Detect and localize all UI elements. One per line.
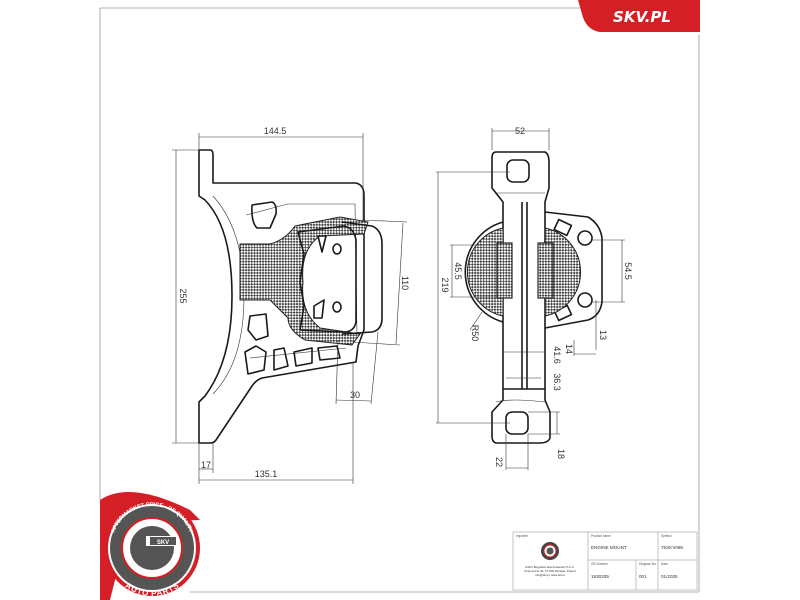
pocket bbox=[273, 347, 289, 371]
importer-address-line: ESKV Bogusław Wieczorkiewicz S.K.A. bbox=[526, 565, 575, 569]
dim-lug-hole-height: 18 bbox=[556, 449, 566, 459]
oe-label: OE Number bbox=[591, 562, 609, 566]
diagram-label: Diagram No bbox=[639, 562, 656, 566]
dim-height: 219 bbox=[440, 277, 450, 292]
dim-foot: 17 bbox=[201, 460, 211, 470]
bushing-ring bbox=[464, 221, 504, 323]
importer-logo bbox=[541, 542, 559, 560]
dim-flange: 14 bbox=[564, 344, 574, 354]
title-block: Importer ESKV Bogusław Wieczorkiewicz S.… bbox=[512, 531, 698, 591]
dim-inner-width: 36.3 bbox=[552, 373, 562, 391]
oe-value: 1930205 bbox=[591, 574, 609, 579]
skv-auto-parts-badge: SKV AFTERMARKET PRICE · OE QUALITY AUTO … bbox=[100, 492, 200, 600]
dim-width-top: 52 bbox=[515, 126, 525, 136]
side-view: 144.5 255 110 30 17 135.1 bbox=[172, 126, 410, 484]
dim-width-top: 144.5 bbox=[264, 126, 287, 136]
importer-label: Importer bbox=[516, 534, 529, 538]
dim-lug-hole-width: 22 bbox=[494, 457, 504, 467]
badge-center-text: SKV bbox=[157, 540, 169, 546]
product-value: ENGINE MOUNT bbox=[591, 545, 627, 550]
dim-offset: 30 bbox=[350, 390, 360, 400]
symbol-value: 75SKV088 bbox=[661, 545, 683, 550]
dimension-lines bbox=[172, 133, 408, 484]
pocket bbox=[251, 201, 277, 229]
dim-hole-offset: 13 bbox=[598, 330, 608, 340]
dim-hole-spacing: 54.5 bbox=[623, 262, 633, 280]
drawing-frame bbox=[99, 7, 700, 593]
pocket bbox=[293, 347, 313, 367]
rubber-bushing bbox=[466, 227, 504, 317]
product-label: Product name bbox=[591, 534, 611, 538]
dim-insert-height: 45.5 bbox=[453, 262, 463, 280]
top-lug-hole bbox=[506, 159, 530, 183]
dim-height: 255 bbox=[178, 288, 188, 303]
date-value: 01/2025 bbox=[661, 574, 678, 579]
dim-rubber-height: 110 bbox=[400, 276, 410, 290]
pocket bbox=[317, 345, 341, 361]
importer-address-line: info@skv.pl, www.skv.pl bbox=[535, 573, 565, 577]
outer-housing bbox=[341, 221, 383, 335]
side-flange bbox=[544, 211, 603, 329]
dim-radius: R50 bbox=[470, 325, 480, 342]
front-view: 52 219 45.5 54.5 R50 13 14 41.6 36.3 18 … bbox=[436, 126, 633, 470]
logo-text: SKV.PL bbox=[613, 8, 671, 26]
rubber-insert bbox=[537, 242, 554, 299]
pocket bbox=[244, 345, 267, 375]
skv-logo[interactable]: SKV.PL bbox=[578, 0, 700, 32]
gear-icon bbox=[130, 526, 174, 570]
date-label: Date bbox=[661, 562, 668, 566]
dim-width-bottom: 135.1 bbox=[255, 469, 278, 479]
pocket bbox=[247, 313, 269, 341]
symbol-label: Symbol bbox=[661, 534, 672, 538]
dimension-lines bbox=[436, 128, 625, 470]
bracket-outline bbox=[198, 149, 365, 444]
inner-core bbox=[297, 225, 357, 333]
dim-body-width: 41.6 bbox=[552, 346, 562, 364]
rubber-element bbox=[239, 216, 369, 346]
rubber-insert bbox=[496, 242, 513, 299]
mount-body bbox=[491, 151, 551, 444]
diagram-value: 001 bbox=[639, 574, 647, 579]
importer-address-line: Poprzeczna 4G, 57-600 Wrocław, Poland bbox=[524, 569, 576, 573]
